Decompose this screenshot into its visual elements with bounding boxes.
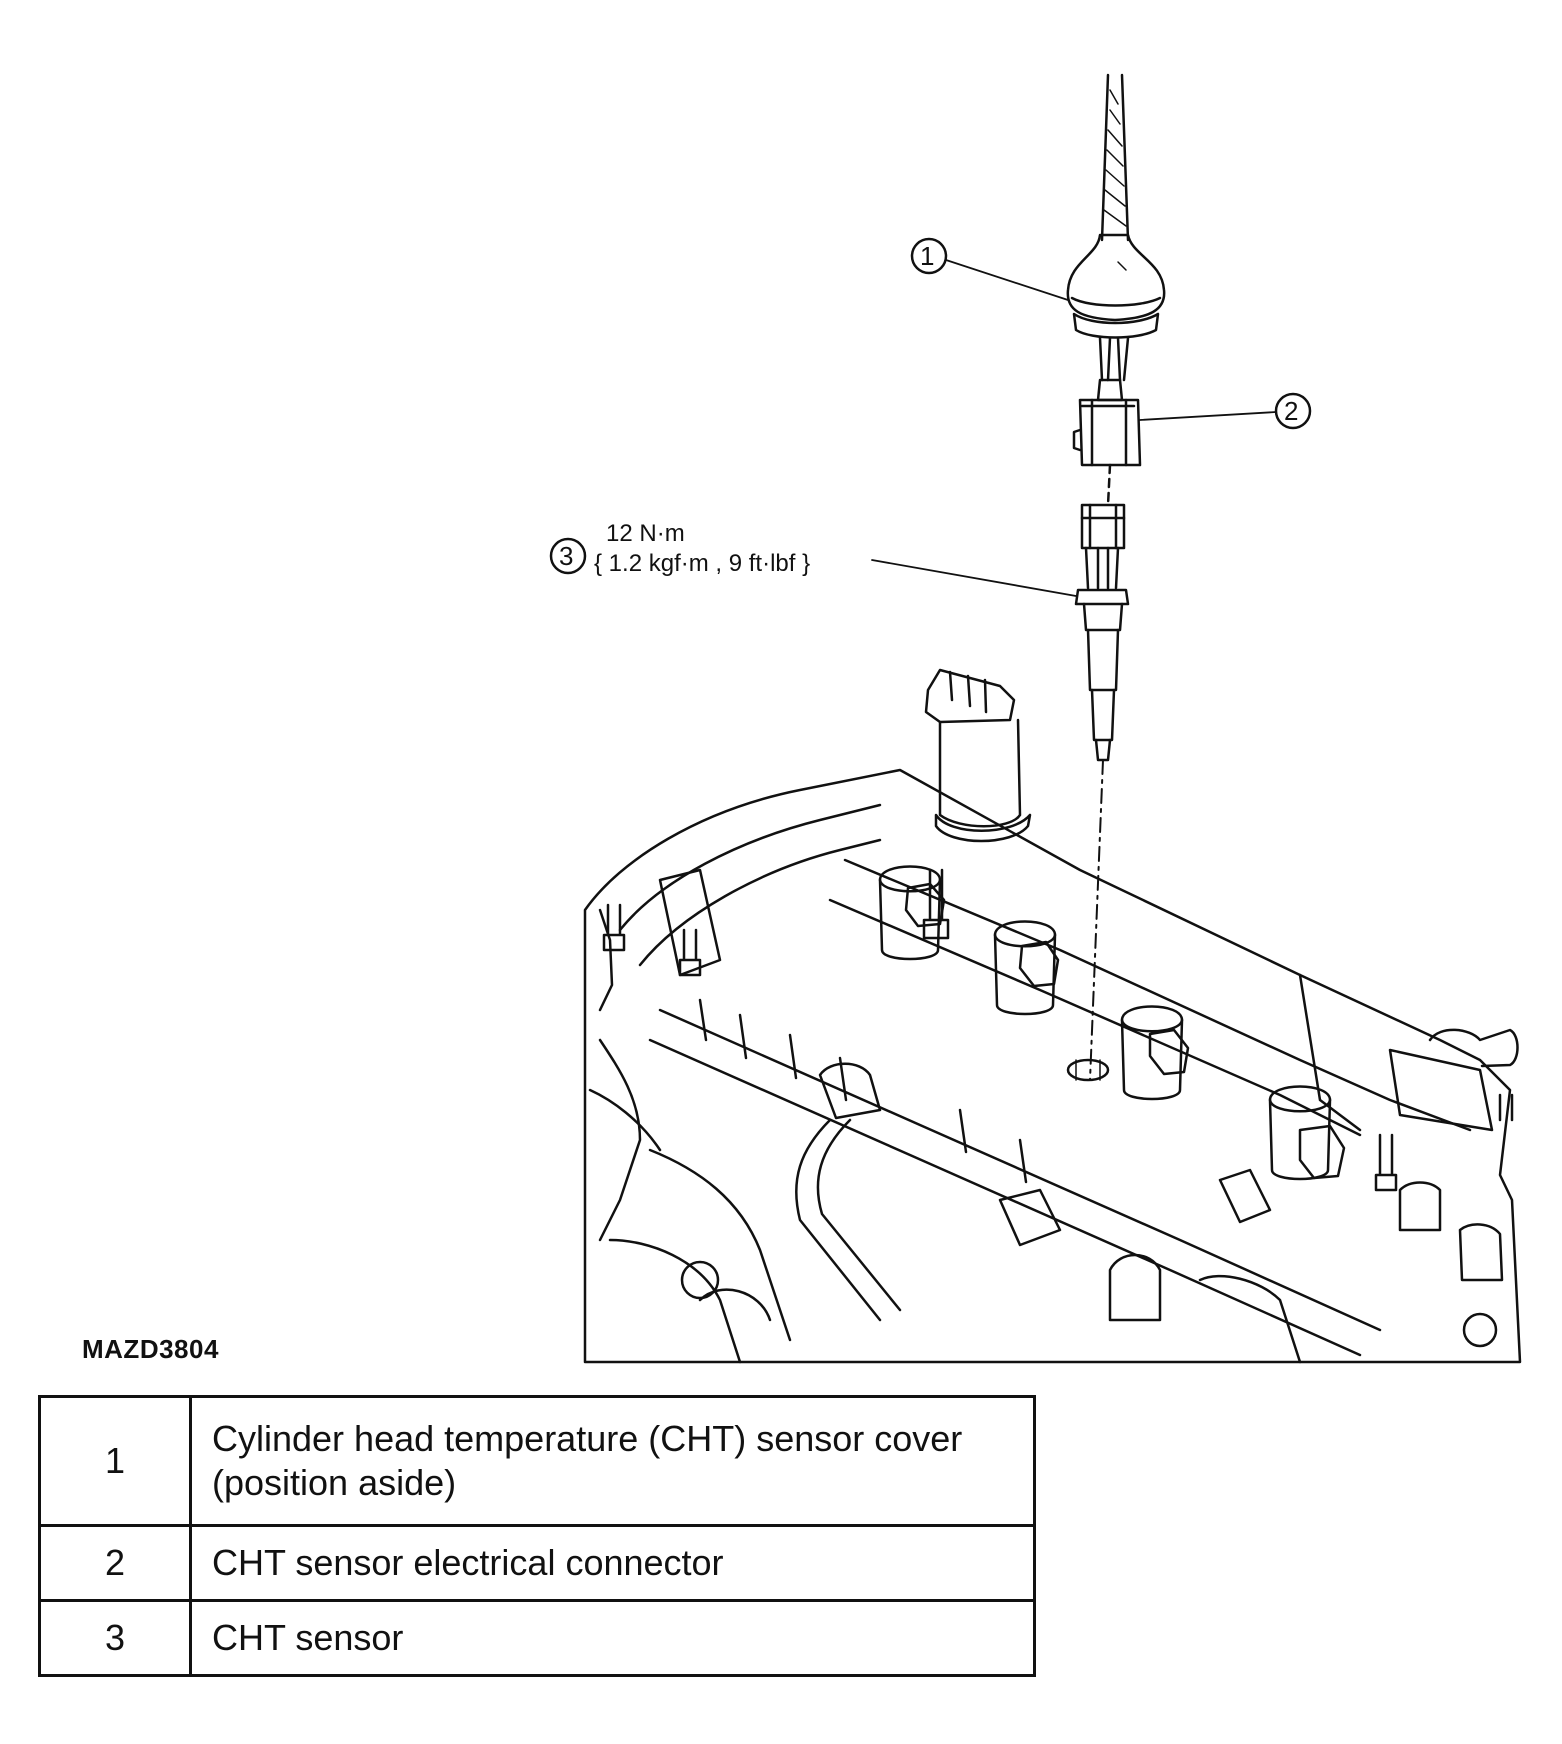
torque-spec-alt-units: { 1.2 kgf·m , 9 ft·lbf } [594, 550, 811, 577]
valve-cover [583, 768, 1522, 1364]
callout-2 [1139, 392, 1312, 430]
sensor-bore [1066, 1058, 1110, 1082]
sensor-cable [1100, 73, 1130, 242]
legend-description: CHT sensor [189, 1599, 1036, 1677]
oil-filler-cap [924, 668, 1032, 843]
cht-electrical-connector [1072, 378, 1142, 507]
cover-bolts [602, 868, 1514, 1192]
legend-row: 2 CHT sensor electrical connector [38, 1524, 1036, 1602]
torque-spec-nm: 12 N·m [606, 520, 685, 547]
legend-table: 1 Cylinder head temperature (CHT) sensor… [38, 1395, 1036, 1677]
ignition-coils [878, 865, 1346, 1181]
legend-description: CHT sensor electrical connector [189, 1524, 1036, 1602]
engine-illustration [549, 73, 1522, 1364]
legend-number: 2 [38, 1524, 192, 1602]
legend-row: 3 CHT sensor [38, 1599, 1036, 1677]
cht-sensor-cover [1066, 233, 1166, 382]
figure-code: MAZD3804 [82, 1334, 219, 1364]
callout-3-number: 3 [559, 541, 574, 571]
cht-sensor [1074, 503, 1130, 1081]
legend-number: 3 [38, 1599, 192, 1677]
legend-number: 1 [38, 1395, 192, 1527]
callout-1-number: 1 [920, 241, 935, 271]
callout-3 [549, 537, 1077, 597]
legend-description: Cylinder head temperature (CHT) sensor c… [189, 1395, 1036, 1527]
callout-2-number: 2 [1284, 396, 1299, 426]
fuel-rail-and-injectors [588, 998, 1504, 1364]
legend-row: 1 Cylinder head temperature (CHT) sensor… [38, 1395, 1036, 1527]
callout-1 [910, 237, 1069, 301]
